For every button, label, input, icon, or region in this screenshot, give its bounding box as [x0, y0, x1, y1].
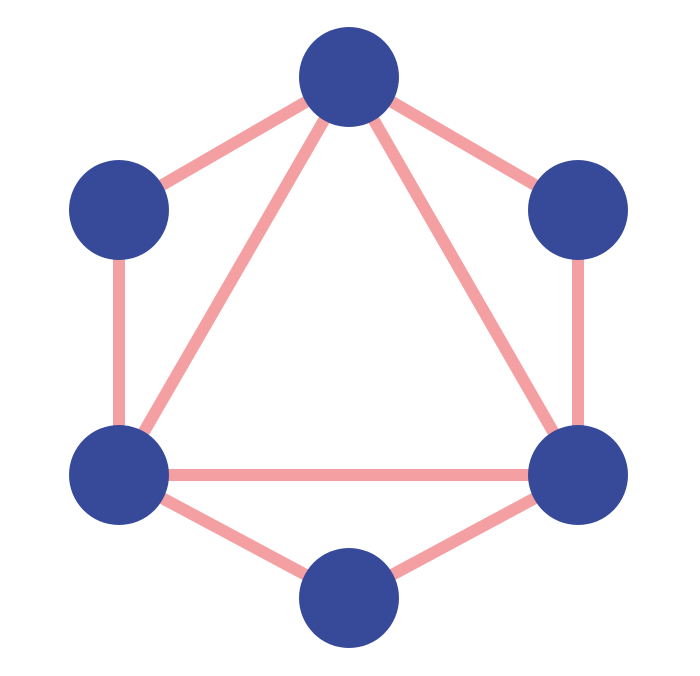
node-lower-right	[528, 425, 628, 525]
node-top	[299, 27, 399, 127]
node-bottom	[299, 548, 399, 648]
edge-top-lower-left	[113, 73, 355, 479]
nodes-group	[69, 27, 628, 648]
node-lower-left	[69, 425, 169, 525]
edges-group	[113, 71, 584, 604]
node-upper-left	[69, 160, 169, 260]
node-upper-right	[528, 160, 628, 260]
edge-top-lower-right	[343, 74, 584, 478]
